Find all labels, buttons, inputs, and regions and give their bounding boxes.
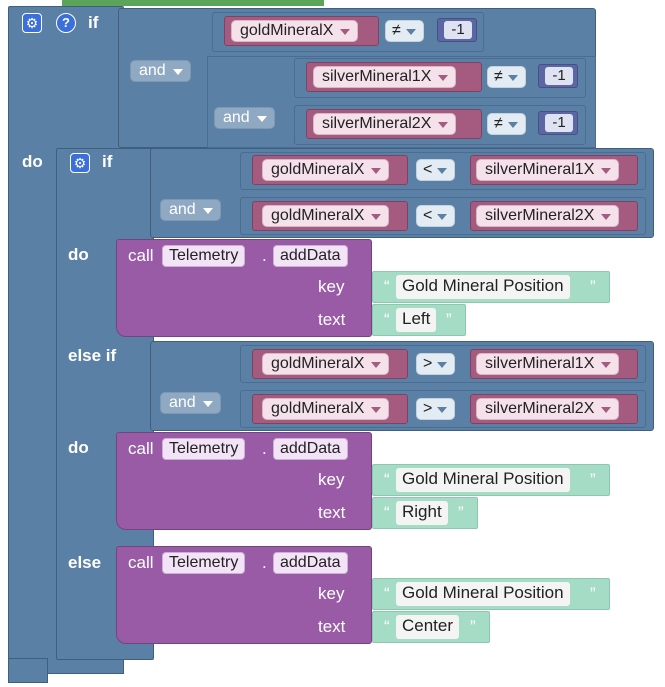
- key-label: key: [318, 277, 345, 296]
- text-value[interactable]: Gold Mineral Position: [396, 582, 570, 606]
- object-field[interactable]: Telemetry: [162, 438, 246, 460]
- call-label: call: [128, 553, 154, 572]
- gear-icon[interactable]: ⚙: [22, 13, 42, 33]
- object-field[interactable]: Telemetry: [162, 552, 246, 574]
- compare-operator-dropdown[interactable]: ≠: [487, 66, 526, 88]
- inner-and-dropdown-1[interactable]: and: [160, 199, 221, 221]
- key-label: key: [318, 584, 345, 603]
- variable-dropdown[interactable]: goldMineralX: [262, 159, 390, 181]
- number-block[interactable]: -1: [538, 111, 578, 135]
- quote-close: ”: [590, 277, 596, 296]
- text-value[interactable]: Center: [396, 615, 460, 639]
- quote-open: “: [384, 310, 390, 329]
- outer-do-label: do: [22, 152, 43, 171]
- quote-open: “: [384, 277, 390, 296]
- key-label: key: [318, 470, 345, 489]
- text-value[interactable]: Gold Mineral Position: [396, 275, 570, 299]
- number-block[interactable]: -1: [538, 64, 578, 88]
- gear-icon[interactable]: ⚙: [70, 153, 90, 173]
- inner-and-dropdown-2[interactable]: and: [160, 392, 221, 414]
- compare-operator-dropdown[interactable]: <: [416, 205, 456, 227]
- compare-operator-dropdown[interactable]: ≠: [385, 20, 424, 42]
- method-field[interactable]: addData: [273, 438, 348, 460]
- variable-dropdown[interactable]: silverMineral1X: [476, 353, 620, 375]
- quote-open: “: [384, 584, 390, 603]
- variable-dropdown[interactable]: silverMineral2X: [476, 398, 620, 420]
- help-icon[interactable]: ?: [56, 13, 76, 33]
- variable-dropdown[interactable]: silverMineral1X: [313, 66, 457, 88]
- outer-and-dropdown-1[interactable]: and: [130, 60, 191, 82]
- variable-dropdown[interactable]: silverMineral2X: [313, 113, 457, 135]
- object-field[interactable]: Telemetry: [162, 245, 246, 267]
- quote-open: “: [384, 617, 390, 636]
- quote-close: ”: [590, 584, 596, 603]
- variable-dropdown[interactable]: silverMineral2X: [476, 205, 620, 227]
- dot-label: .: [262, 553, 267, 572]
- method-field[interactable]: addData: [273, 552, 348, 574]
- text-value[interactable]: Right: [396, 501, 448, 525]
- inner-do-label: do: [68, 245, 89, 264]
- variable-dropdown[interactable]: silverMineral1X: [476, 159, 620, 181]
- compare-operator-dropdown[interactable]: >: [416, 398, 456, 420]
- call-label: call: [128, 246, 154, 265]
- call-label: call: [128, 439, 154, 458]
- compare-operator-dropdown[interactable]: <: [416, 159, 456, 181]
- outer-and-dropdown-2[interactable]: and: [214, 107, 275, 129]
- dot-label: .: [262, 246, 267, 265]
- method-field[interactable]: addData: [273, 245, 348, 267]
- quote-close: ”: [458, 503, 464, 522]
- quote-open: “: [384, 470, 390, 489]
- outer-if-bottom-arm: [8, 658, 48, 683]
- quote-close: ”: [590, 470, 596, 489]
- text-label: text: [318, 310, 346, 329]
- text-value[interactable]: Left: [396, 308, 437, 332]
- compare-operator-dropdown[interactable]: >: [416, 353, 456, 375]
- variable-dropdown[interactable]: goldMineralX: [262, 398, 390, 420]
- inner-else-if-label: else if: [68, 346, 117, 365]
- compare-operator-dropdown[interactable]: ≠: [487, 113, 526, 135]
- number-block[interactable]: -1: [437, 18, 477, 42]
- parent-block-edge: [62, 0, 324, 6]
- dot-label: .: [262, 439, 267, 458]
- quote-close: ”: [446, 310, 452, 329]
- quote-close: ”: [470, 617, 476, 636]
- variable-dropdown[interactable]: goldMineralX: [231, 20, 359, 42]
- inner-else-label: else: [68, 553, 102, 572]
- text-value[interactable]: Gold Mineral Position: [396, 468, 570, 492]
- variable-dropdown[interactable]: goldMineralX: [262, 205, 390, 227]
- variable-dropdown[interactable]: goldMineralX: [262, 353, 390, 375]
- inner-if-label: if: [102, 152, 113, 171]
- quote-open: “: [384, 503, 390, 522]
- outer-if-label: if: [88, 13, 99, 32]
- text-label: text: [318, 503, 346, 522]
- text-label: text: [318, 617, 346, 636]
- inner-do2-label: do: [68, 438, 89, 457]
